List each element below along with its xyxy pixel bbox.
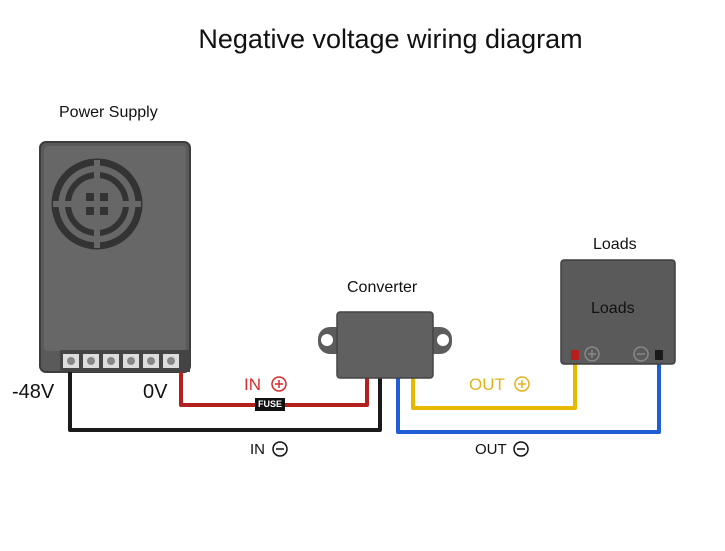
terminal-block (63, 354, 179, 368)
in-minus-icon (272, 441, 288, 457)
out-minus-icon (513, 441, 529, 457)
power-supply (39, 141, 191, 373)
out-plus-icon (514, 376, 530, 392)
zero-v-label: 0V (143, 381, 168, 403)
loads-box (560, 259, 676, 365)
converter-label: Converter (347, 279, 418, 296)
fan-icon (51, 158, 143, 250)
out-minus-label: OUT (475, 441, 507, 458)
power-supply-label: Power Supply (59, 104, 158, 121)
out-plus-label: OUT (469, 375, 505, 394)
in-plus-label: IN (244, 375, 261, 394)
in-plus-icon (271, 376, 287, 392)
converter-box (318, 311, 452, 379)
fuse-label: FUSE (257, 399, 282, 409)
out-plus-wire (411, 362, 577, 410)
loads-label: Loads (593, 236, 637, 253)
out-minus-wire (396, 362, 661, 434)
neg-48v-label: -48V (12, 381, 55, 403)
in-minus-label: IN (250, 441, 265, 458)
loads-inner-label: Loads (591, 300, 635, 317)
in-minus-wire (68, 372, 382, 432)
fuse (255, 398, 285, 411)
diagram-title: Negative voltage wiring diagram (198, 24, 583, 54)
